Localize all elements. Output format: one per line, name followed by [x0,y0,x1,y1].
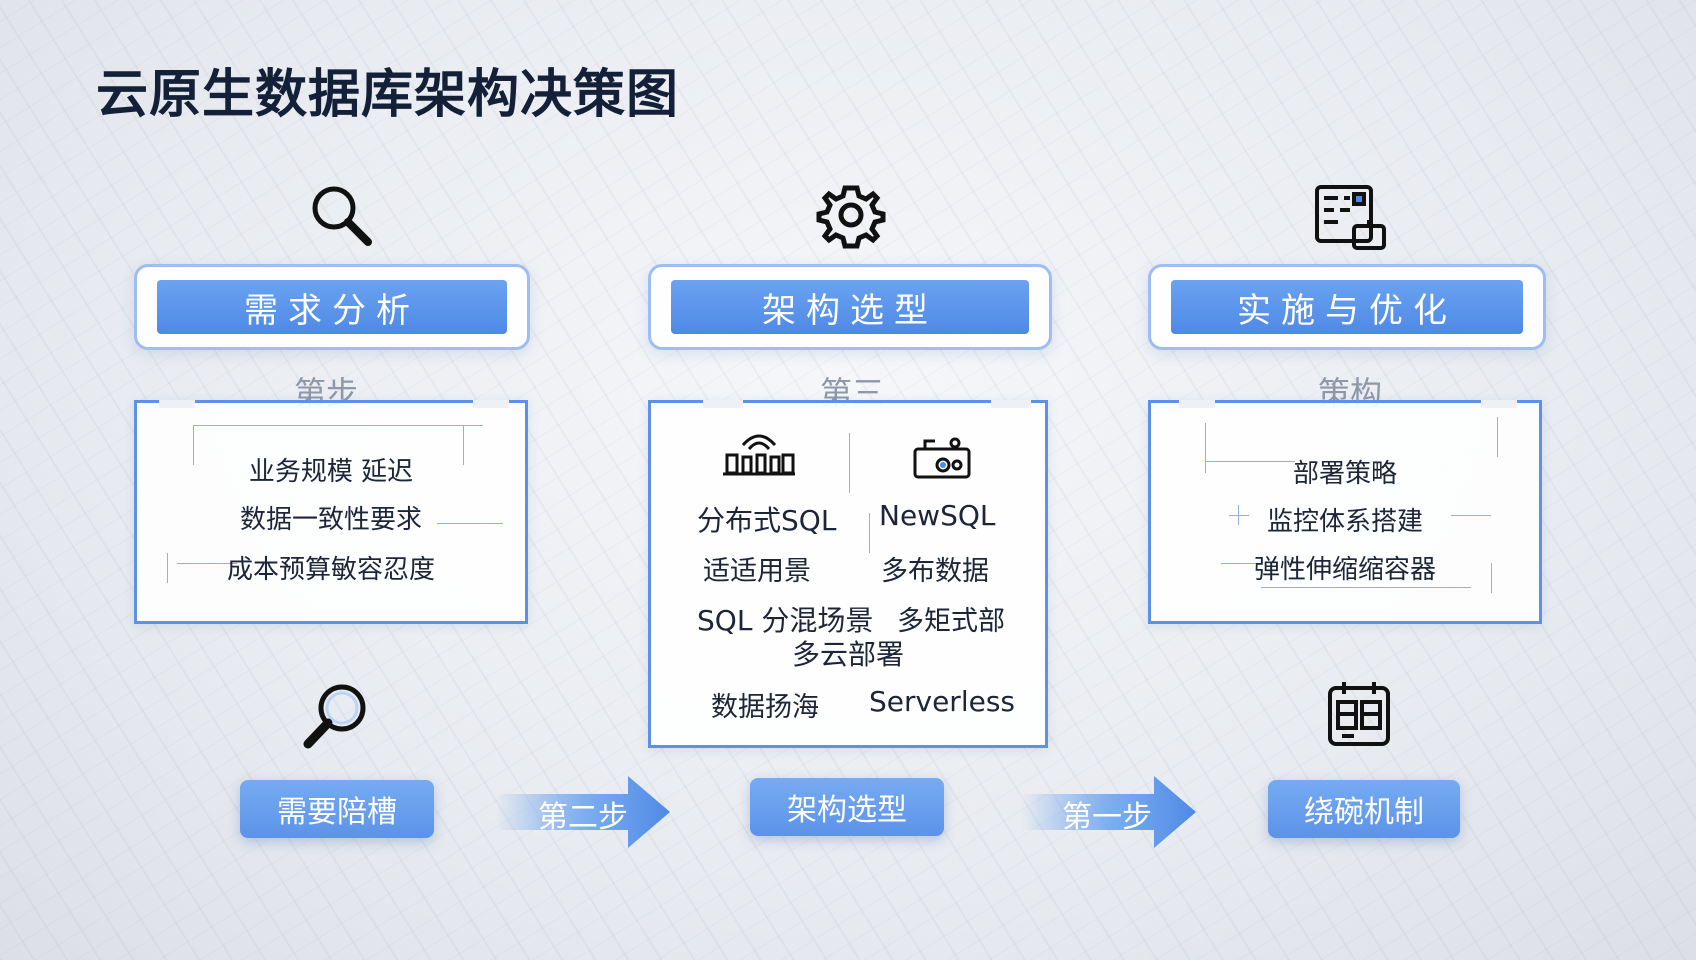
magnifier-icon [306,180,376,250]
stage-header-architecture[interactable]: 架构选型 [648,264,1052,350]
calendar-board-icon [1326,680,1392,748]
architecture-card: 分布式SQL NewSQL 适适用景 多布数据 SQL 分混场景 多矩式部 多云… [648,400,1048,748]
flow-button-architecture[interactable]: 架构选型 [750,778,944,836]
deployment-dashboard-icon [1314,184,1388,252]
option-scene: 多矩式部 [897,606,1005,637]
list-item: 弹性伸缩缩容器 [1253,555,1436,585]
page-title: 云原生数据库架构决策图 [96,65,680,125]
list-item: 部署策略 [1292,459,1397,489]
distributed-sql-icon [721,425,797,477]
option-name: 分布式SQL [697,504,837,537]
stage-header-label: 需求分析 [157,280,507,334]
requirements-card: 业务规模 延迟 数据一致性要求 成本预算敏容忍度 [134,400,528,624]
stage-header-label: 实施与优化 [1171,280,1523,334]
newsql-icon [911,435,973,481]
option-extra: 数据扬海 [711,692,819,723]
stage-header-implementation[interactable]: 实施与优化 [1148,264,1546,350]
flow-button-mechanism[interactable]: 绕碗机制 [1268,780,1460,838]
option-desc: 适适用景 [703,556,811,587]
list-item: 业务规模 延迟 [248,457,414,487]
option-name: NewSQL [879,499,996,532]
center-option: 多云部署 [791,638,904,671]
arrow-label: 第一步 [1062,800,1152,835]
flow-arrow: 第二步 [496,776,672,848]
stage-header-requirements[interactable]: 需求分析 [134,264,530,350]
flow-button-requirements[interactable]: 需要陪槽 [240,780,434,838]
implementation-card: 部署策略 监控体系搭建 弹性伸缩缩容器 [1148,400,1542,624]
magnifier-alt-icon [298,678,372,752]
arrow-label: 第二步 [538,800,628,835]
list-item: 监控体系搭建 [1266,507,1423,537]
option-extra: Serverless [869,685,1016,718]
gear-icon [816,180,886,250]
list-item: 成本预算敏容忍度 [226,555,435,585]
list-item: 数据一致性要求 [239,505,422,535]
option-scene: SQL 分混场景 [697,604,874,637]
stage-header-label: 架构选型 [671,280,1029,334]
flow-arrow: 第一步 [1022,776,1198,848]
option-desc: 多布数据 [881,556,989,587]
